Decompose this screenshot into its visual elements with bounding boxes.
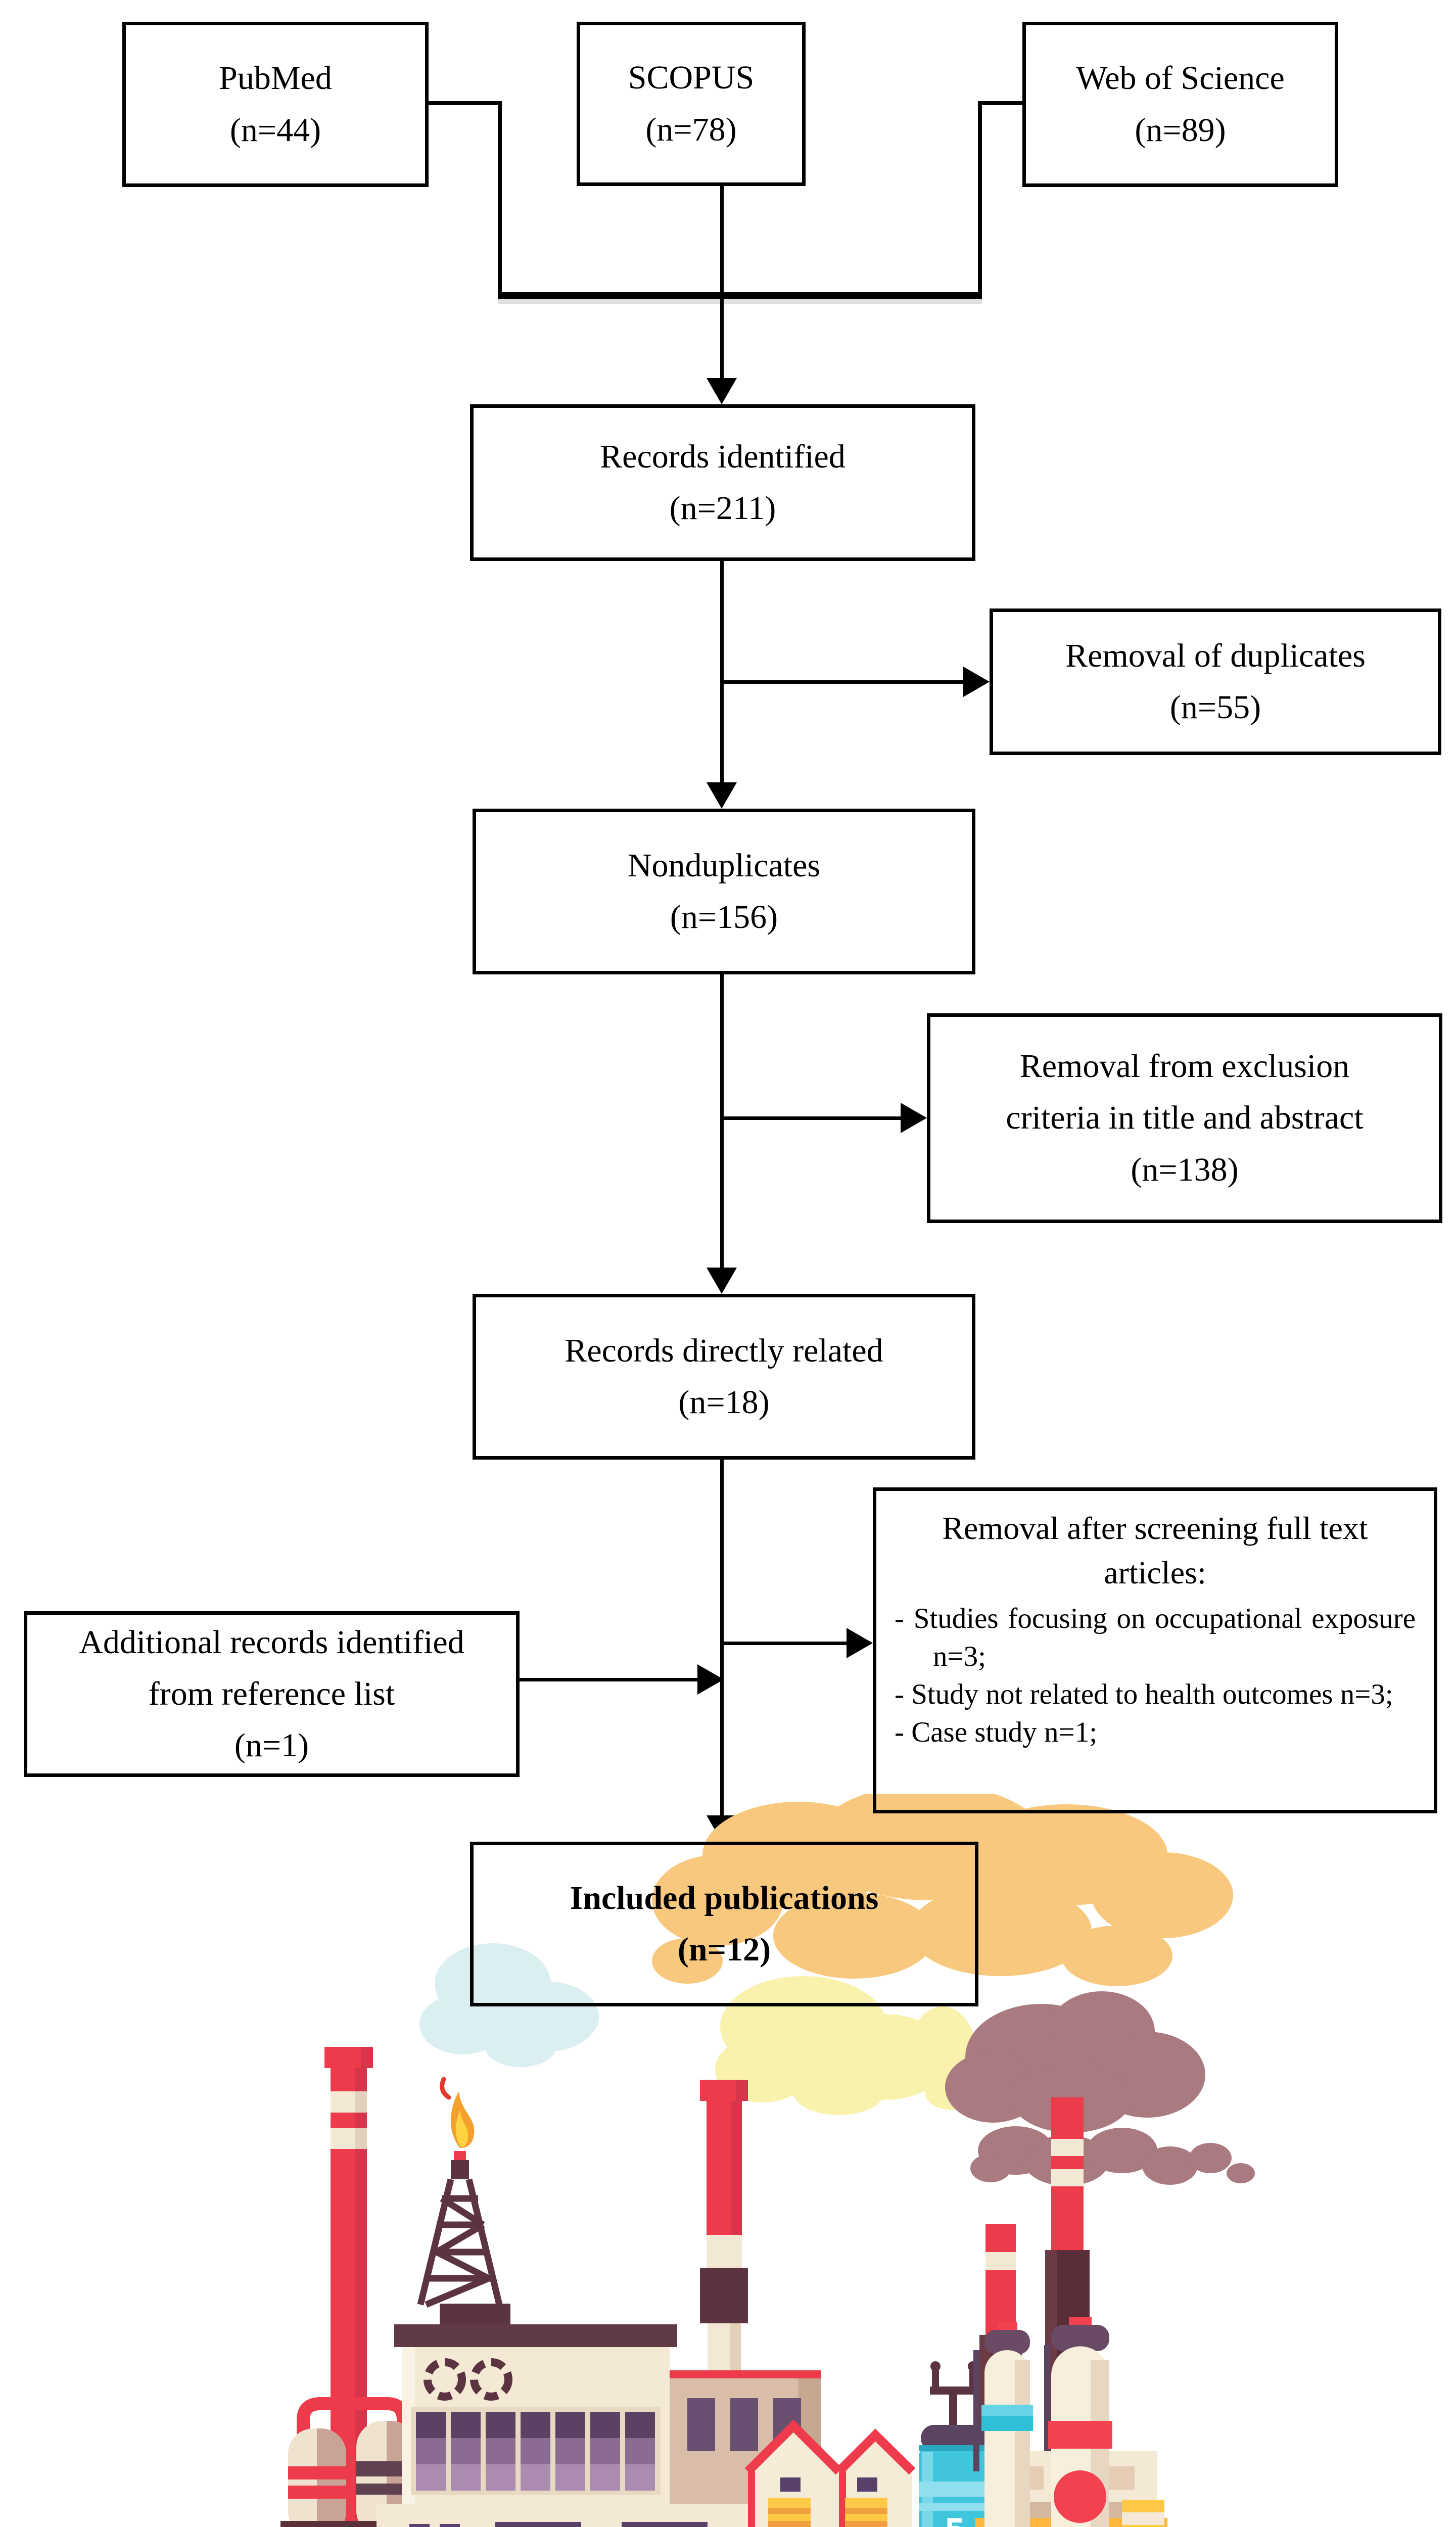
arrowhead-additional-records [697,1664,724,1695]
connector-pubmed-drop [498,101,502,296]
removal-exclusion-line1: Removal from exclusion [1019,1048,1350,1085]
screening-item-2: - Study not related to health outcomes n… [895,1678,1393,1711]
box-pubmed-label: PubMed [219,60,332,97]
additional-records-count: (n=1) [234,1727,309,1764]
arrowhead-duplicates [963,667,990,697]
branch-additional-records [520,1678,697,1681]
screening-item-1: - Studies focusing on occupational expos… [895,1602,1416,1672]
removal-exclusion-line2: criteria in title and abstract [1006,1099,1364,1137]
tank-digit-label: 5 [944,2512,966,2527]
arrowhead-records-identified [707,378,737,404]
box-removal-of-duplicates: Removal of duplicates (n=55) [990,609,1441,755]
screening-items: - Studies focusing on occupational expos… [895,1600,1416,1752]
main-building-window-icon [416,2412,655,2491]
connector-wos-stub [978,101,1024,105]
oil-derrick-flame-icon [417,2077,510,2325]
branch-exclusion [722,1116,901,1120]
box-records-directly-related: Records directly related (n=18) [473,1294,975,1460]
warehouse-door-icon [845,2498,887,2527]
box-records-identified: Records identified (n=211) [470,404,975,561]
spine-segment-2 [720,561,724,784]
arrowhead-exclusion [901,1103,927,1133]
additional-records-line2: from reference list [148,1675,395,1712]
nonduplicates-label: Nonduplicates [627,847,821,884]
additional-records-line1: Additional records identified [79,1623,464,1661]
branch-screening [722,1642,847,1645]
striped-crate-icon [1122,2500,1164,2527]
box-removal-after-screening: Removal after screening full text articl… [873,1487,1437,1813]
warehouse-gable-building-icon [744,2419,916,2527]
records-related-count: (n=18) [678,1384,770,1421]
nonduplicates-count: (n=156) [670,899,778,935]
screening-title: Removal after screening full text articl… [942,1510,1368,1591]
connector-pubmed-stub [429,101,501,105]
box-wos-count: (n=89) [1135,111,1226,149]
warehouse-door-icon [768,2498,811,2527]
box-scopus-label: SCOPUS [628,59,755,97]
annex-building-icon [377,2504,799,2527]
connector-wos-drop [978,101,982,296]
main-building-icon [394,2324,677,2505]
screening-item-3: - Case study n=1; [895,1716,1098,1749]
factory-illustration: 5 [280,1794,1255,2527]
distillation-columns-icon [973,2317,1164,2527]
connector-merge-bus [498,292,982,299]
removal-duplicates-label: Removal of duplicates [1065,637,1366,674]
removal-duplicates-count: (n=55) [1169,689,1261,726]
removal-exclusion-count: (n=138) [1131,1151,1239,1188]
box-additional-records: Additional records identified from refer… [24,1611,520,1777]
records-related-label: Records directly related [565,1332,883,1369]
box-removal-exclusion: Removal from exclusion criteria in title… [927,1013,1442,1223]
box-scopus: SCOPUS (n=78) [577,22,806,186]
included-label: Included publications [570,1879,879,1916]
box-included-publications: Included publications (n=12) [470,1842,978,2006]
branch-duplicates [722,680,963,684]
arrowhead-records-related [707,1268,737,1294]
spine-segment-3 [720,974,724,1270]
box-pubmed: PubMed (n=44) [122,22,429,187]
smoke-cloud-orange-icon [652,1794,1233,1986]
box-scopus-count: (n=78) [645,111,737,148]
smoke-cloud-cyan-icon [419,1943,599,2067]
included-count: (n=12) [677,1931,771,1968]
box-wos-label: Web of Science [1076,60,1285,97]
arrowhead-nonduplicates [707,782,737,809]
smoke-cloud-mauve-icon [945,1991,1255,2186]
records-identified-count: (n=211) [669,490,776,527]
box-web-of-science: Web of Science (n=89) [1022,22,1338,187]
spine-segment-4 [720,1460,724,1817]
records-identified-label: Records identified [600,438,846,475]
arrowhead-screening [847,1628,873,1658]
spine-segment-1 [720,186,724,381]
center-chimney-icon [700,2080,748,2414]
smoke-cloud-yellow-icon [715,1976,980,2115]
box-nonduplicates: Nonduplicates (n=156) [473,809,975,974]
box-pubmed-count: (n=44) [229,111,321,149]
